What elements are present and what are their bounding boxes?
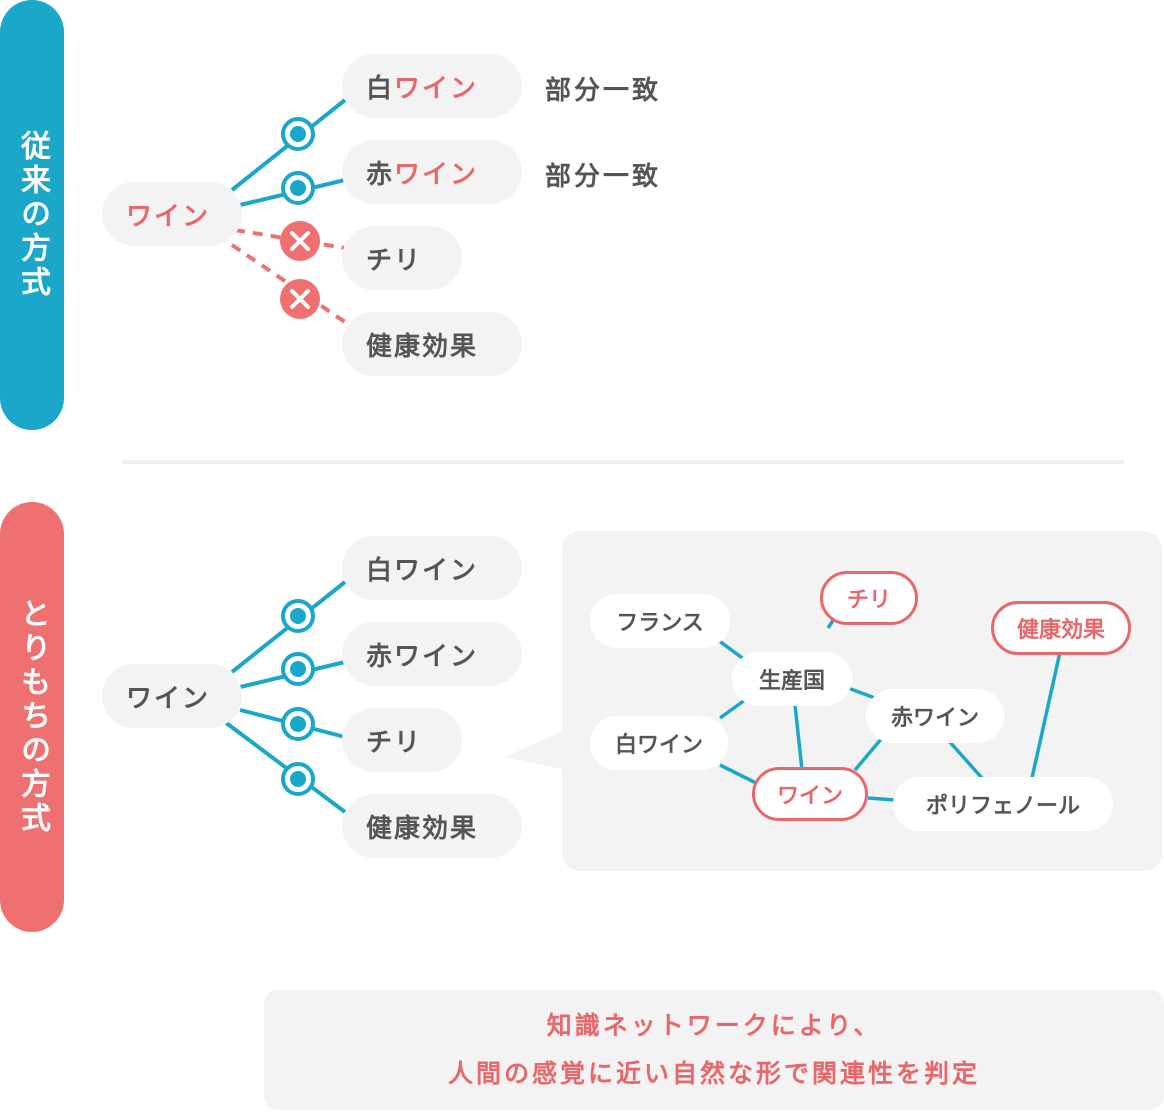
old-link-health bbox=[230, 243, 347, 324]
match-icon bbox=[281, 599, 315, 633]
partial-match-label: 部分一致 bbox=[545, 76, 662, 106]
network-node-highlight: 健康効果 bbox=[991, 601, 1131, 655]
new-source-pill: ワイン bbox=[102, 664, 242, 728]
old-source-pill: ワイン bbox=[102, 182, 242, 246]
new-target-white-wine: 白ワイン bbox=[342, 536, 522, 600]
caption-box: 知識ネットワークにより、 人間の感覚に近い自然な形で関連性を判定 bbox=[264, 990, 1164, 1110]
match-icon bbox=[281, 762, 315, 796]
old-target-white-wine: 白ワイン bbox=[342, 54, 522, 118]
section-divider bbox=[122, 460, 1124, 464]
network-node-highlight: チリ bbox=[820, 571, 918, 625]
new-method-label: とりもちの方式 bbox=[0, 502, 64, 932]
network-node: 生産国 bbox=[732, 652, 852, 706]
new-target-red-wine: 赤ワイン bbox=[342, 622, 522, 686]
network-node-highlight: ワイン bbox=[752, 767, 868, 821]
old-target-chile: チリ bbox=[342, 226, 462, 290]
network-node: ポリフェノール bbox=[893, 777, 1113, 831]
miss-icon bbox=[280, 279, 320, 319]
network-node: 白ワイン bbox=[590, 716, 728, 770]
caption-line-2: 人間の感覚に近い自然な形で関連性を判定 bbox=[447, 1059, 980, 1088]
old-target-health: 健康効果 bbox=[342, 312, 522, 376]
old-target-red-wine: 赤ワイン bbox=[342, 140, 522, 204]
match-icon bbox=[281, 652, 315, 686]
network-node: 赤ワイン bbox=[866, 689, 1004, 743]
new-target-chile: チリ bbox=[342, 708, 462, 772]
partial-match-label: 部分一致 bbox=[545, 162, 662, 192]
miss-icon bbox=[280, 221, 320, 261]
new-target-health: 健康効果 bbox=[342, 794, 522, 858]
caption-line-1: 知識ネットワークにより、 bbox=[546, 1011, 882, 1040]
network-node: フランス bbox=[590, 594, 730, 648]
old-method-label: 従来の方式 bbox=[0, 0, 64, 430]
match-icon bbox=[281, 707, 315, 741]
